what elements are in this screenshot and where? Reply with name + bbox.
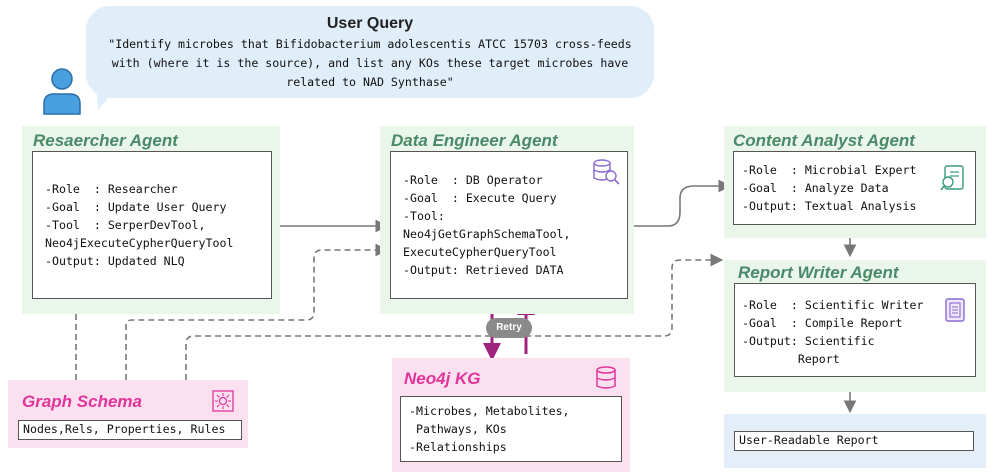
researcher-line: -Role : Researcher (45, 182, 178, 196)
data-engineer-line: Neo4jGetGraphSchemaTool, (403, 227, 571, 241)
final-report-panel: User-Readable Report (724, 414, 986, 468)
content-analyst-agent-box: -Role : Microbial Expert -Goal : Analyze… (733, 151, 976, 225)
neo4j-line: -Microbes, Metabolites, (409, 404, 570, 418)
data-engineer-line: -Output: Retrieved DATA (403, 263, 564, 277)
neo4j-kg-box: -Microbes, Metabolites, Pathways, KOs -R… (400, 396, 622, 462)
graph-schema-panel: Graph Schema Nodes,Rels, Properties, Rul… (8, 380, 248, 448)
retry-badge: Retry (486, 318, 532, 338)
data-engineer-agent-title: Data Engineer Agent (391, 131, 558, 150)
data-engineer-line: -Tool: (403, 209, 445, 223)
neo4j-line: -Relationships (409, 440, 507, 454)
document-icon (945, 298, 965, 322)
data-engineer-line: -Goal : Execute Query (403, 191, 557, 205)
researcher-line: -Output: Updated NLQ (45, 254, 185, 268)
content-analyst-line: -Goal : Analyze Data (742, 181, 889, 195)
researcher-line: -Tool : SerperDevTool, (45, 218, 206, 232)
data-engineer-line: ExecuteCypherQueryTool (403, 245, 557, 259)
report-writer-agent-box: -Role : Scientific Writer -Goal : Compil… (734, 283, 976, 377)
user-query-title: User Query (326, 15, 414, 32)
neo4j-kg-title: Neo4j KG (404, 369, 481, 388)
neo4j-kg-panel: Neo4j KG -Microbes, Metabolites, Pathway… (392, 358, 630, 472)
report-writer-line: Report (742, 352, 840, 366)
report-writer-line: -Goal : Compile Report (742, 316, 903, 330)
data-engineer-line: -Role : DB Operator (403, 173, 543, 187)
user-query-line: "Identify microbes that Bifidobacterium … (108, 37, 632, 51)
report-writer-agent-panel: Report Writer Agent -Role : Scientific W… (724, 260, 986, 392)
report-writer-agent-title: Report Writer Agent (738, 263, 899, 282)
researcher-agent-box: -Role : Researcher -Goal : Update User Q… (32, 151, 272, 299)
user-icon (43, 68, 81, 115)
data-engineer-agent-panel: Data Engineer Agent -Role : DB Operator … (380, 126, 634, 314)
researcher-agent-panel: Resaercher Agent -Role : Researcher -Goa… (22, 126, 280, 314)
content-analyst-line: -Output: Textual Analysis (742, 199, 917, 213)
schema-icon (212, 390, 234, 412)
user-query-line: related to NAD Synthase" (286, 75, 454, 89)
final-report-box: User-Readable Report (734, 431, 974, 451)
neo4j-line: Pathways, KOs (409, 422, 507, 436)
data-engineer-agent-box: -Role : DB Operator -Goal : Execute Quer… (390, 151, 628, 299)
database-icon (596, 366, 616, 389)
graph-schema-title: Graph Schema (22, 392, 142, 411)
report-writer-line: -Output: Scientific (742, 334, 875, 348)
database-search-icon (593, 159, 620, 185)
researcher-line: Neo4jExecuteCypherQueryTool (45, 236, 234, 250)
report-writer-line: -Role : Scientific Writer (742, 298, 924, 312)
researcher-line: -Goal : Update User Query (45, 200, 227, 214)
arrow-schema-to-engineer (125, 243, 389, 380)
researcher-agent-title: Resaercher Agent (33, 131, 178, 150)
document-analysis-icon (940, 165, 964, 191)
arrow-schema-to-writer (185, 253, 724, 380)
user-query-text: "Identify microbes that Bifidobacterium … (86, 35, 654, 92)
arrow-engineer-to-analyst (586, 179, 732, 227)
content-analyst-agent-panel: Content Analyst Agent -Role : Microbial … (724, 126, 986, 238)
bubble-tail (96, 84, 120, 110)
user-query-line: with (where it is the source), and list … (111, 56, 629, 70)
content-analyst-line: -Role : Microbial Expert (742, 163, 917, 177)
content-analyst-agent-title: Content Analyst Agent (733, 131, 915, 150)
graph-schema-box: Nodes,Rels, Properties, Rules (18, 420, 242, 440)
user-query-bubble: User Query "Identify microbes that Bifid… (86, 6, 654, 98)
